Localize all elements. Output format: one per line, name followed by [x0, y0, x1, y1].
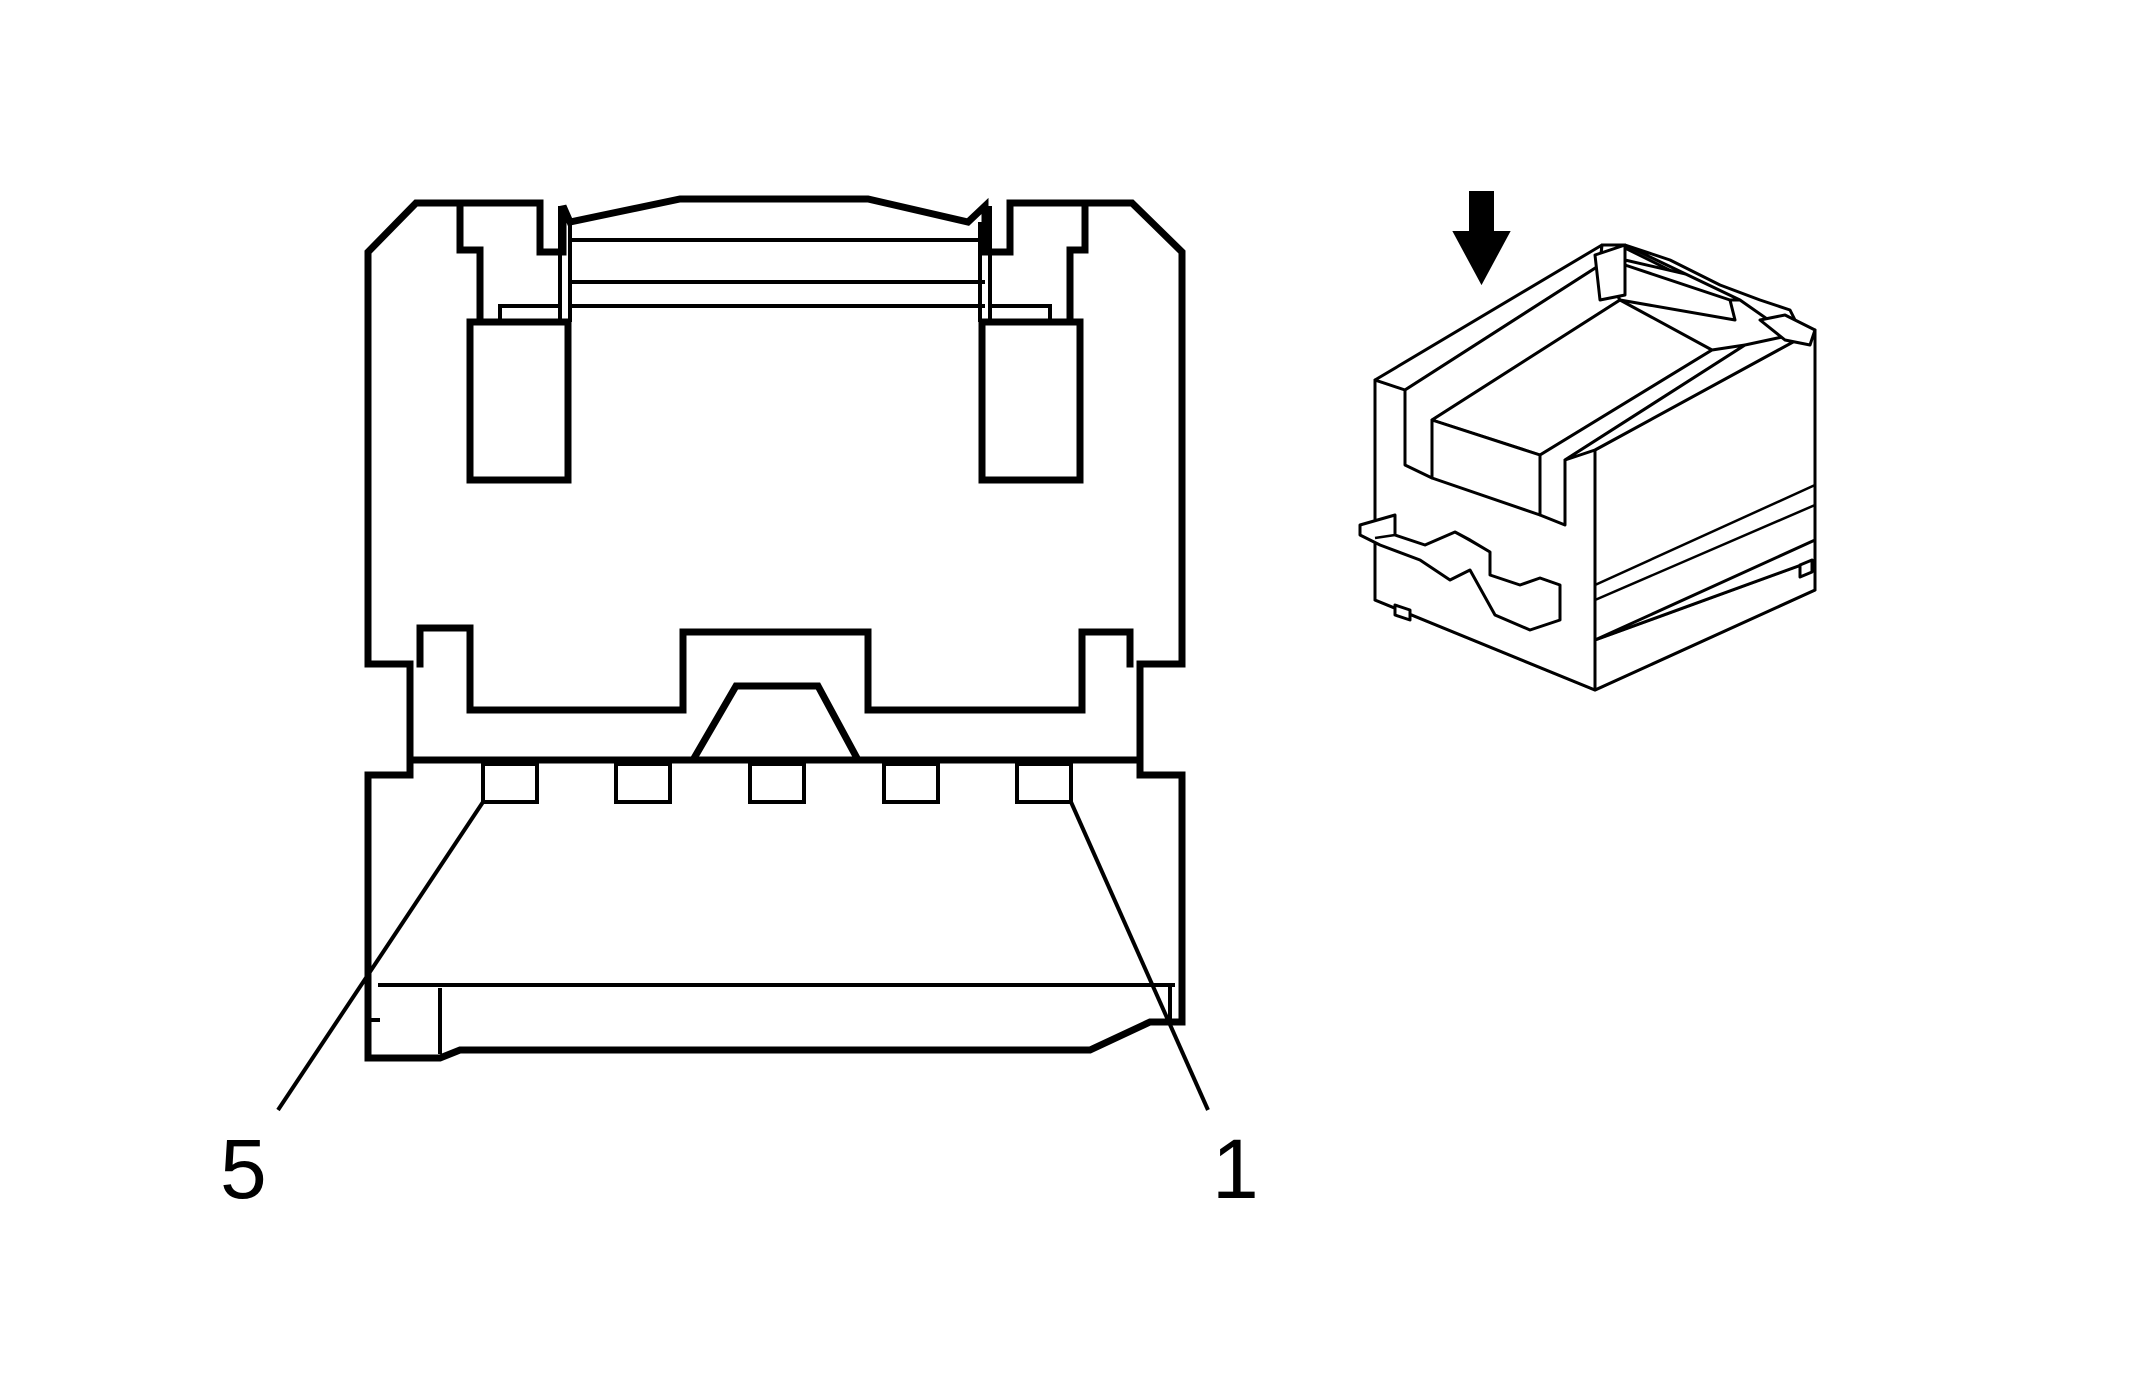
- pin-cavity-3: [748, 762, 806, 804]
- pin-label-5: 5: [220, 1122, 267, 1216]
- connector-face-view: 5 1: [220, 195, 1259, 1216]
- left-latch-slot: [456, 199, 572, 484]
- iso-latch-cap: [1593, 243, 1627, 302]
- iso-foot-left: [1393, 603, 1412, 622]
- pin-cavity-2: [882, 762, 940, 804]
- right-latch-slot: [978, 199, 1089, 484]
- pin-cavity-1: [1015, 762, 1073, 804]
- keying-notch: [406, 682, 1144, 764]
- pin-cavities: [481, 762, 1073, 804]
- pin-label-1: 1: [1212, 1122, 1259, 1216]
- iso-foot-right: [1798, 558, 1814, 579]
- pin-cavity-5: [481, 762, 539, 804]
- pin-cavity-4: [614, 762, 672, 804]
- iso-latch-right-bump: [1758, 313, 1817, 347]
- down-arrow-icon: [1452, 191, 1511, 286]
- leader-line-pin-5: [276, 800, 485, 1112]
- iso-seam-upper: [1594, 483, 1816, 587]
- keying-profile: [416, 624, 1134, 714]
- housing-lower-outline: [364, 756, 1186, 1062]
- leader-line-pin-1: [1069, 801, 1210, 1111]
- iso-front-tab-lines: [1374, 530, 1561, 616]
- iso-seam-lower: [1594, 503, 1816, 602]
- connector-isometric-view: [1358, 191, 1817, 692]
